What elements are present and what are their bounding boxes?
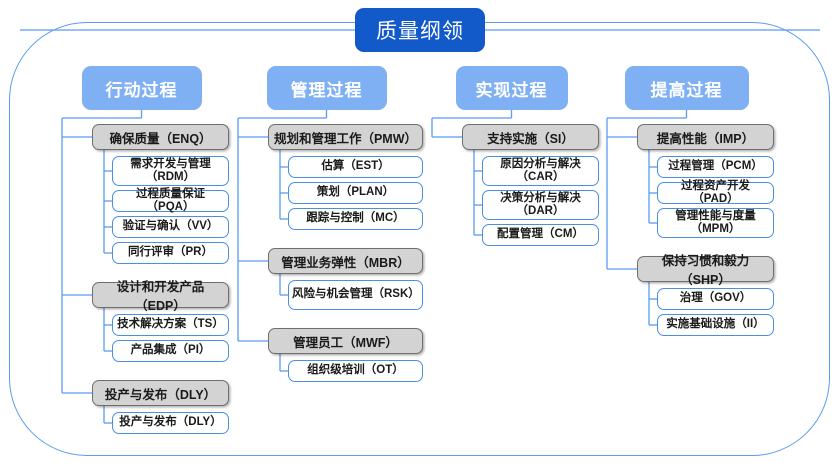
column-header-3[interactable]: 实现过程	[455, 66, 568, 110]
column-header-4[interactable]: 提高过程	[624, 66, 749, 110]
leaf-box[interactable]: 投产与发布（DLY）	[112, 412, 229, 434]
column-header-2[interactable]: 管理过程	[266, 66, 387, 110]
leaf-box[interactable]: 风险与机会管理（RSK）	[288, 280, 423, 310]
leaf-box[interactable]: 跟踪与控制（MC）	[288, 208, 423, 230]
leaf-box[interactable]: 配置管理（CM）	[482, 224, 599, 246]
group-box[interactable]: 提高性能（IMP）	[637, 124, 774, 150]
leaf-box[interactable]: 技术解决方案（TS）	[112, 314, 229, 336]
leaf-box[interactable]: 产品集成（PI）	[112, 340, 229, 362]
leaf-box[interactable]: 过程质量保证（PQA）	[112, 188, 229, 213]
group-box[interactable]: 保持习惯和毅力（SHP）	[637, 254, 774, 287]
leaf-box[interactable]: 估算（EST）	[288, 156, 423, 178]
group-box[interactable]: 支持实施（SI）	[462, 124, 599, 150]
leaf-box[interactable]: 原因分析与解决（CAR）	[482, 156, 599, 186]
leaf-box[interactable]: 验证与确认（VV）	[112, 216, 229, 238]
group-box[interactable]: 管理业务弹性（MBR）	[268, 248, 423, 274]
group-box[interactable]: 设计和开发产品（EDP）	[92, 280, 229, 313]
group-box[interactable]: 规划和管理工作（PMW）	[268, 124, 423, 150]
group-box[interactable]: 投产与发布（DLY）	[92, 380, 229, 406]
leaf-box[interactable]: 管理性能与度量（MPM）	[657, 208, 774, 238]
leaf-box[interactable]: 决策分析与解决（DAR）	[482, 190, 599, 220]
leaf-box[interactable]: 过程资产开发（PAD）	[657, 180, 774, 205]
diagram-title: 质量纲领	[355, 8, 485, 52]
leaf-box[interactable]: 过程管理（PCM）	[657, 156, 774, 178]
leaf-box[interactable]: 实施基础设施（II）	[657, 314, 774, 336]
leaf-box[interactable]: 同行评审（PR）	[112, 242, 229, 264]
column-header-1[interactable]: 行动过程	[81, 66, 202, 110]
leaf-box[interactable]: 治理（GOV）	[657, 288, 774, 310]
leaf-box[interactable]: 组织级培训（OT）	[288, 360, 423, 382]
group-box[interactable]: 确保质量（ENQ）	[92, 124, 229, 150]
leaf-box[interactable]: 需求开发与管理（RDM）	[112, 156, 229, 186]
group-box[interactable]: 管理员工（MWF）	[268, 328, 423, 354]
leaf-box[interactable]: 策划（PLAN）	[288, 182, 423, 204]
